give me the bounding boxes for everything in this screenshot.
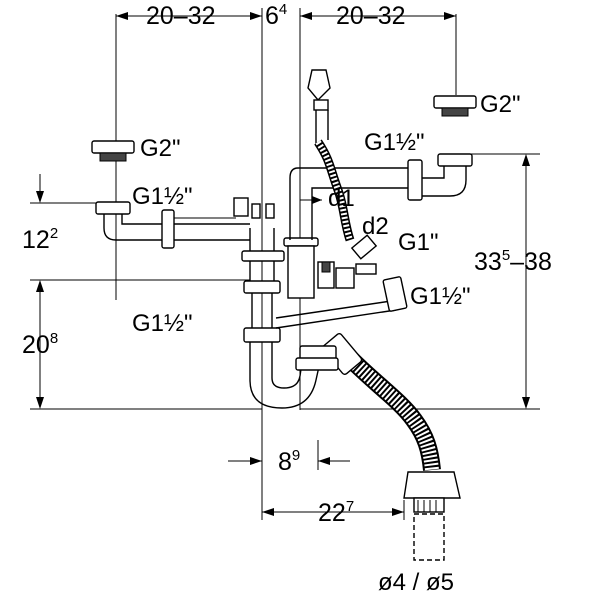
label-d1: d1	[328, 185, 355, 212]
dim-left-lower-base: 20	[22, 331, 50, 359]
dim-left-lower-sup: 8	[50, 330, 58, 347]
label-left-inlet-thread: G1½"	[132, 183, 193, 210]
label-trap-body-thread: G1½"	[132, 310, 193, 337]
dim-bottom-offset-base: 8	[278, 448, 292, 476]
right-drain-assembly	[289, 95, 477, 312]
dimension-lines	[30, 8, 540, 520]
dim-top-center-sup: 4	[279, 1, 287, 18]
dim-top-left-width: 20–32	[146, 2, 216, 30]
central-trap	[241, 228, 399, 409]
dim-left-upper-base: 12	[22, 226, 50, 254]
label-right-inlet-thread: G1½"	[364, 129, 425, 156]
label-d2: d2	[362, 213, 389, 240]
dim-bottom-span-base: 22	[318, 499, 346, 527]
dim-right-height-rest: –38	[510, 248, 552, 276]
dim-top-center: 64	[265, 1, 287, 30]
label-hose-diameter: ø4 / ø5	[378, 569, 454, 596]
upper-flex-hose	[307, 69, 355, 242]
label-side-branch-thread: G1"	[398, 229, 439, 256]
dim-right-height-sup: 5	[502, 247, 510, 264]
label-left-cap-thread: G2"	[140, 135, 181, 162]
dim-bottom-offset: 89	[278, 447, 300, 476]
dim-right-height: 335–38	[474, 247, 552, 276]
dim-top-center-base: 6	[265, 2, 279, 30]
left-drain-assembly	[91, 140, 275, 249]
dim-right-height-base: 33	[474, 248, 502, 276]
dim-left-lower: 208	[22, 330, 58, 359]
dim-bottom-span-sup: 7	[346, 498, 354, 515]
dim-top-right-width: 20–32	[336, 2, 406, 30]
dim-bottom-span: 227	[318, 498, 354, 527]
label-hose-outlet-thread: G1½"	[410, 283, 471, 310]
lower-corrugated-hose	[295, 333, 461, 561]
label-right-cap-thread: G2"	[480, 91, 521, 118]
dim-left-upper: 122	[22, 225, 58, 254]
dim-left-upper-sup: 2	[50, 225, 58, 242]
dim-bottom-offset-sup: 9	[292, 447, 300, 464]
